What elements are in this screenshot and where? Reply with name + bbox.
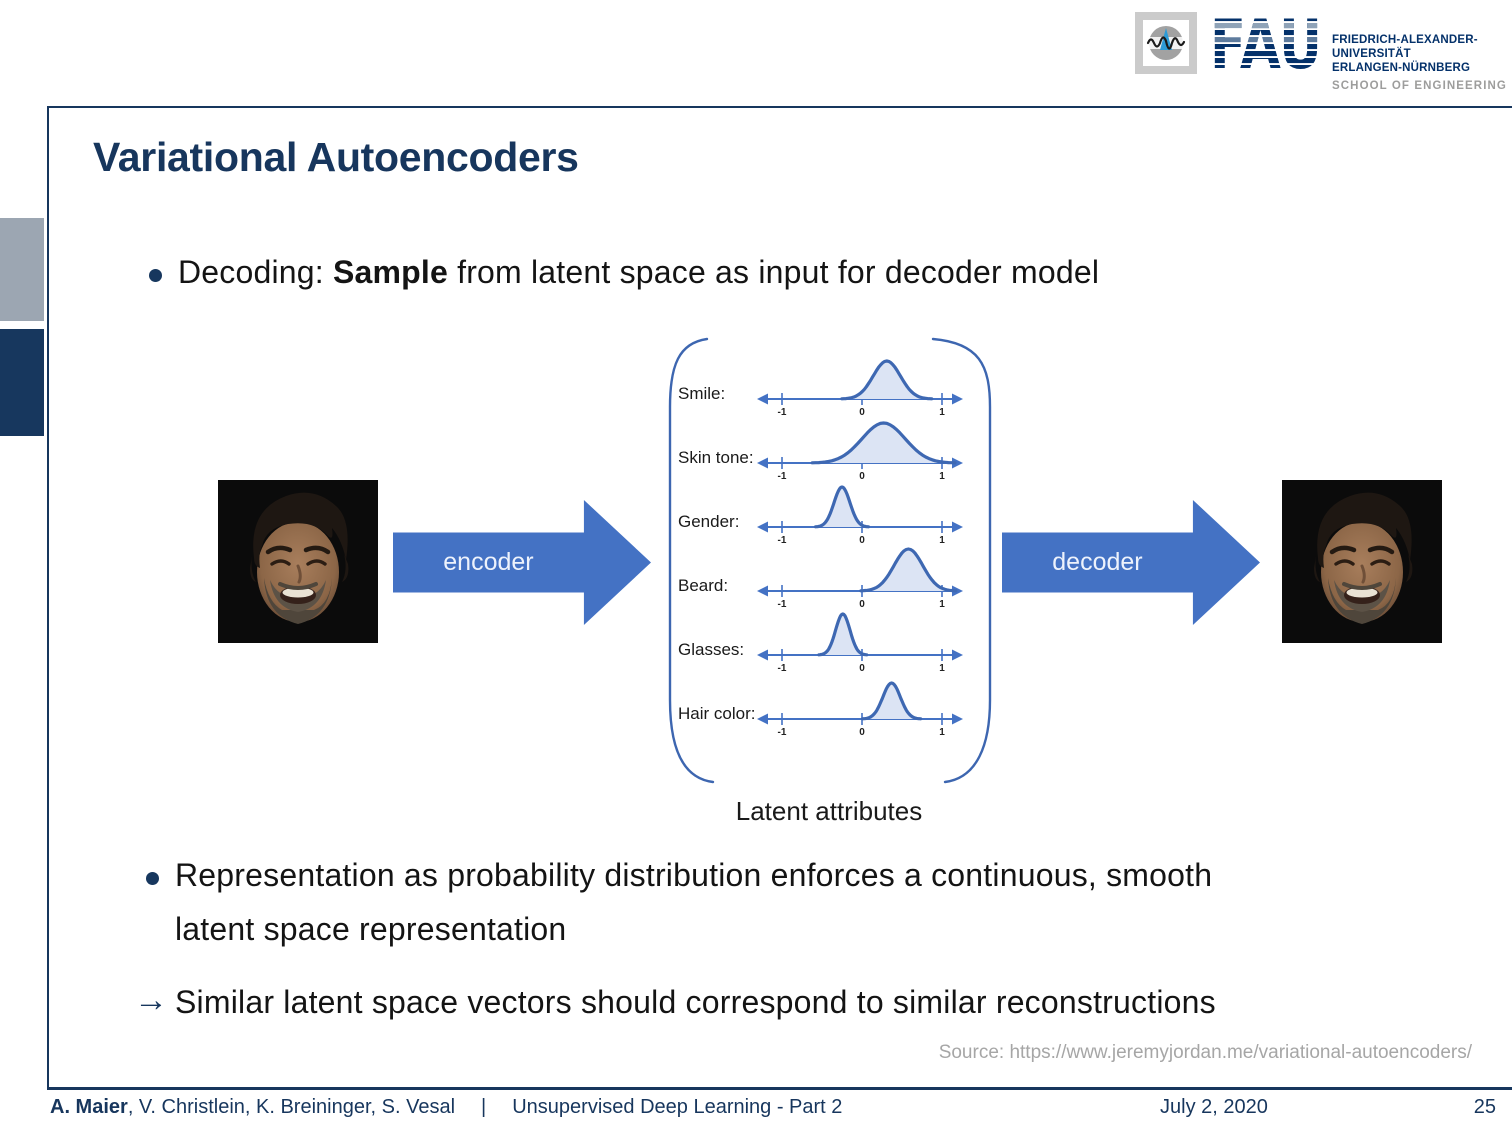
axis-tick-label: 0 <box>859 663 865 673</box>
latent-row: Smile: -1 0 1 <box>665 353 993 418</box>
latent-row-label: Glasses: <box>678 640 745 659</box>
decoder-arrow: decoder <box>1002 500 1260 625</box>
footer-separator: | <box>481 1096 487 1118</box>
latent-row-label: Smile: <box>678 384 726 403</box>
pattern-recognition-lab-icon <box>1135 12 1197 74</box>
axis-tick-label: 0 <box>859 471 865 481</box>
bullet3-text: Similar latent space vectors should corr… <box>175 984 1216 1020</box>
footer-author-primary: A. Maier <box>50 1096 128 1118</box>
axis-tick-label: -1 <box>778 471 787 481</box>
latent-row: Skin tone: -1 0 1 <box>665 417 993 482</box>
latent-row-label: Hair color: <box>678 704 756 723</box>
axis-tick-label: 0 <box>859 727 865 737</box>
axis-tick-label: -1 <box>778 407 787 417</box>
latent-row-label: Skin tone: <box>678 448 754 467</box>
latent-row: Glasses: -1 0 1 <box>665 609 993 674</box>
axis-tick-label: -1 <box>778 663 787 673</box>
gaussian-fill <box>812 423 955 463</box>
gaussian-curve <box>840 359 934 401</box>
bullet2-text: Representation as probability distributi… <box>175 848 1212 956</box>
latent-axis-plot: -1 0 1 <box>757 359 963 418</box>
sidebar-navy-block <box>0 329 44 436</box>
university-name: FRIEDRICH-ALEXANDER- UNIVERSITÄT ERLANGE… <box>1332 33 1478 75</box>
axis-tick-label: 0 <box>859 535 865 545</box>
source-attribution: Source: https://www.jeremyjordan.me/vari… <box>938 1042 1472 1063</box>
encoder-label: encoder <box>443 548 534 576</box>
svg-text:FAU: FAU <box>1210 16 1322 72</box>
latent-axis-plot: -1 0 1 <box>757 421 963 482</box>
school-name: SCHOOL OF ENGINEERING <box>1332 80 1507 92</box>
axis-tick-label: -1 <box>778 535 787 545</box>
bullet2-dot <box>146 872 159 885</box>
gaussian-fill <box>815 487 869 527</box>
axis-tick-label: -1 <box>778 727 787 737</box>
content-frame-top-border <box>48 106 1512 108</box>
latent-axis-plot: -1 0 1 <box>757 547 963 610</box>
footer-authors-course: A. Maier, V. Christlein, K. Breininger, … <box>50 1096 842 1119</box>
latent-axis-plot: -1 0 1 <box>757 681 963 738</box>
latent-row: Hair color: -1 0 1 <box>665 673 993 738</box>
gaussian-curve <box>810 421 957 465</box>
gaussian-fill <box>862 683 921 719</box>
footer-date: July 2, 2020 <box>1160 1096 1268 1118</box>
axis-tick-label: 1 <box>939 727 945 737</box>
axis-tick-label: -1 <box>778 599 787 609</box>
content-frame-bottom-border <box>47 1087 1512 1090</box>
latent-row: Beard: -1 0 1 <box>665 545 993 610</box>
encoder-arrow: encoder <box>393 500 651 625</box>
content-frame-left-border <box>47 106 49 1089</box>
gaussian-fill <box>860 549 956 591</box>
fau-wordmark-text: FAU <box>1210 16 1322 72</box>
latent-row: Gender: -1 0 1 <box>665 481 993 546</box>
latent-row-label: Beard: <box>678 576 729 595</box>
footer-page-number: 25 <box>1473 1096 1496 1118</box>
reconstructed-face-photo <box>1282 480 1442 643</box>
bullet1-prefix: Decoding: <box>178 254 333 290</box>
bullet2-line2: latent space representation <box>175 911 567 947</box>
latent-axis-plot: -1 0 1 <box>757 612 963 674</box>
latent-axis-plot: -1 0 1 <box>757 485 963 546</box>
university-name-line2: UNIVERSITÄT <box>1332 48 1411 60</box>
latent-attributes-caption: Latent attributes <box>735 796 923 826</box>
university-name-line1: FRIEDRICH-ALEXANDER- <box>1332 34 1478 46</box>
bullet1-text: Decoding: Sample from latent space as in… <box>178 254 1099 291</box>
axis-tick-label: 1 <box>939 599 945 609</box>
axis-tick-label: 1 <box>939 535 945 545</box>
gaussian-fill <box>841 361 932 399</box>
axis-tick-label: 1 <box>939 471 945 481</box>
university-name-line3: ERLANGEN-NÜRNBERG <box>1332 62 1471 74</box>
gaussian-fill <box>819 614 867 655</box>
sidebar-gray-block <box>0 218 44 321</box>
axis-tick-label: 1 <box>939 663 945 673</box>
gaussian-curve <box>814 485 870 529</box>
slide-title: Variational Autoencoders <box>93 134 579 180</box>
fau-logo: FAU FAU <box>1210 16 1322 72</box>
axis-tick-label: 1 <box>939 407 945 417</box>
bullet1-suffix: from latent space as input for decoder m… <box>448 254 1100 290</box>
bullet1-bold: Sample <box>332 254 449 290</box>
decoder-label: decoder <box>1052 548 1143 576</box>
latent-row-label: Gender: <box>678 512 740 531</box>
footer-authors-rest: , V. Christlein, K. Breininger, S. Vesal <box>127 1096 456 1118</box>
axis-tick-label: 0 <box>859 407 865 417</box>
axis-tick-label: 0 <box>859 599 865 609</box>
gaussian-curve <box>861 681 923 721</box>
bullet2-line1: Representation as probability distributi… <box>175 857 1213 893</box>
implication-arrow-icon: → <box>134 981 168 1019</box>
panel-bracket-border <box>668 337 992 784</box>
input-face-photo <box>218 480 378 643</box>
footer-course: Unsupervised Deep Learning - Part 2 <box>512 1096 843 1118</box>
gaussian-curve <box>859 547 958 593</box>
bullet1-dot <box>149 269 162 282</box>
gaussian-curve <box>817 612 869 657</box>
